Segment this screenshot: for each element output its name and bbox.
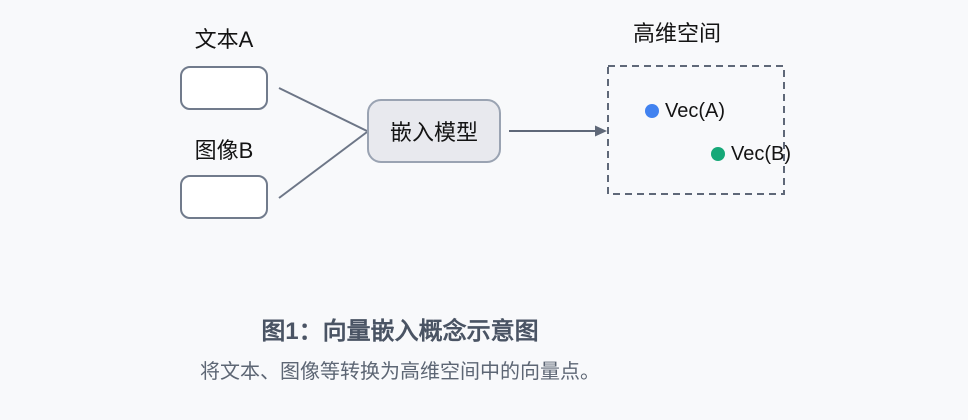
caption-title: 图1：向量嵌入概念示意图 — [261, 318, 539, 345]
vec-b-label: Vec(B) — [731, 142, 792, 165]
vec-a-dot-icon — [645, 104, 659, 118]
caption-subtitle: 将文本、图像等转换为高维空间中的向量点。 — [200, 361, 600, 383]
embedding-model-box: 嵌入模型 — [367, 99, 501, 163]
vec-b-dot-icon — [711, 147, 725, 161]
input-b-label: 图像B — [194, 138, 254, 163]
figure-caption: 图1：向量嵌入概念示意图 将文本、图像等转换为高维空间中的向量点。 — [0, 315, 800, 386]
vector-space-dashed-box — [607, 65, 785, 195]
vec-a-dot-circle — [645, 104, 659, 118]
input-a-label: 文本A — [194, 27, 254, 52]
embedding-model-label: 嵌入模型 — [389, 120, 478, 145]
connector-line-input-a — [278, 87, 368, 132]
connector-line-input-b — [278, 131, 368, 199]
arrow-head-icon — [595, 125, 607, 137]
input-b-box — [180, 175, 268, 219]
vector-space-label: 高维空间 — [633, 21, 722, 46]
vec-a-label: Vec(A) — [665, 99, 726, 122]
vector-point-b: Vec(B) — [711, 143, 791, 165]
input-a-box — [180, 66, 268, 110]
vector-point-a: Vec(A) — [645, 100, 725, 122]
vec-b-dot-circle — [711, 147, 725, 161]
